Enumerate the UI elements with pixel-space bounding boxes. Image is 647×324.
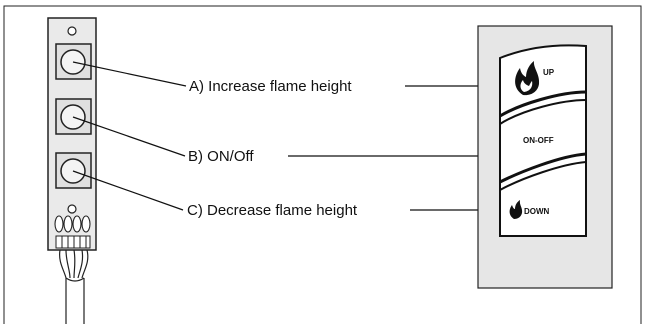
remote-on-off-button[interactable]: ON-OFF: [523, 136, 554, 145]
connector-block: [55, 235, 91, 249]
label-on-off: B) ON/Off: [188, 148, 254, 165]
control-strip: [47, 17, 97, 251]
remote-on-off-label: ON-OFF: [523, 136, 554, 145]
strip-mounting-hole: [67, 204, 77, 214]
cable: [59, 249, 89, 324]
remote-down-button[interactable]: DOWN: [509, 200, 550, 219]
label-decrease-flame: C) Decrease flame height: [187, 202, 358, 219]
strip-button-c[interactable]: [55, 152, 92, 189]
strip-button-b[interactable]: [55, 98, 92, 135]
remote-up-label: UP: [543, 68, 555, 77]
remote-down-label: DOWN: [524, 207, 550, 216]
remote-up-button[interactable]: UP: [515, 61, 555, 96]
remote-panel: [477, 25, 613, 289]
label-increase-flame: A) Increase flame height: [189, 78, 352, 95]
diagram-frame: [3, 5, 642, 324]
strip-mounting-hole: [67, 26, 77, 36]
flame-small-icon: [509, 200, 523, 219]
connector-pins: [54, 215, 91, 233]
